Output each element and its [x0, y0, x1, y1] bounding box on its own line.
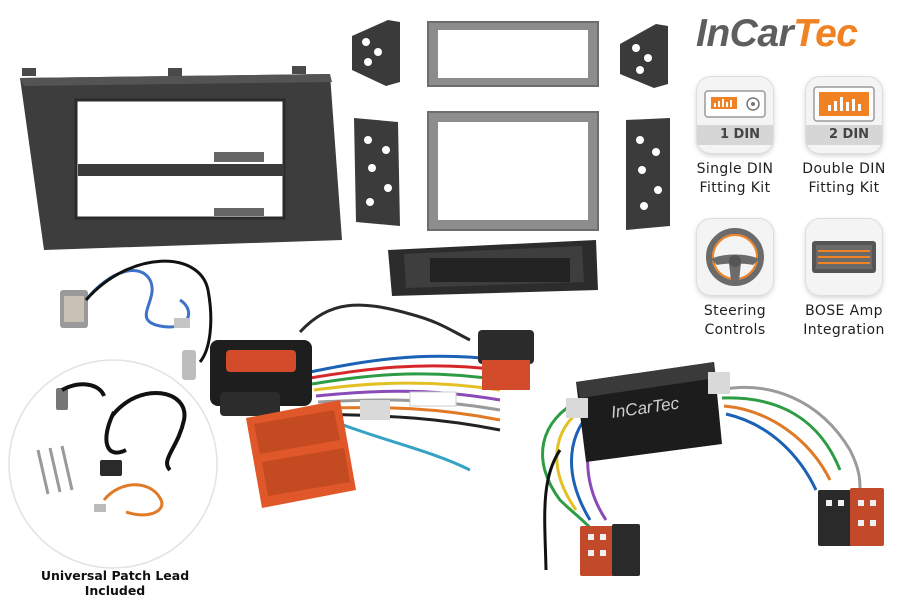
- feature-caption-line1: Double DIN: [802, 161, 886, 177]
- radio-2din-icon: [813, 86, 875, 122]
- feature-tile-steering: [697, 219, 773, 295]
- orange-iso-connector: [246, 391, 457, 508]
- feature-caption-line2: Fitting Kit: [808, 180, 880, 196]
- steering-interface-left: [210, 303, 534, 472]
- brand-name-part2: Tec: [793, 12, 858, 55]
- brand-logo: InCarTec: [696, 12, 858, 56]
- feature-caption-single-din: Single DIN Fitting Kit: [680, 160, 790, 198]
- steering-wheel-icon: [706, 228, 764, 286]
- feature-caption-amp: BOSE Amp Integration: [789, 302, 899, 340]
- single-din-brackets: [352, 20, 668, 88]
- feature-caption-line2: Controls: [704, 322, 766, 338]
- amp-interface: InCarTec: [541, 362, 884, 576]
- single-din-cage: [427, 21, 599, 87]
- feature-caption-line1: BOSE Amp: [805, 303, 883, 319]
- feature-caption-line2: Fitting Kit: [699, 180, 771, 196]
- feature-tile-amp: [806, 219, 882, 295]
- amplifier-icon: [812, 241, 876, 273]
- patch-lead-caption: Universal Patch Lead Included: [40, 568, 190, 598]
- double-din-brackets: [354, 118, 670, 230]
- din-2-badge: 2 DIN: [828, 127, 870, 142]
- feature-caption-line2: Integration: [803, 322, 885, 338]
- feature-tile-double-din: 2 DIN: [806, 77, 882, 153]
- feature-caption-steering: Steering Controls: [680, 302, 790, 340]
- feature-tile-single-din: 1 DIN: [697, 77, 773, 153]
- aerial-adaptor: [60, 259, 213, 380]
- radio-1din-icon: [704, 90, 766, 118]
- brand-name-part1: InCar: [696, 12, 794, 55]
- double-din-cage: [427, 111, 599, 231]
- feature-caption-double-din: Double DIN Fitting Kit: [789, 160, 899, 198]
- feature-caption-line1: Single DIN: [696, 161, 774, 177]
- storage-pocket: [388, 240, 598, 296]
- patch-lead-circle: [8, 359, 218, 569]
- din-1-badge: 1 DIN: [719, 127, 761, 142]
- feature-caption-line1: Steering: [703, 303, 767, 319]
- fascia-panel: [20, 66, 342, 250]
